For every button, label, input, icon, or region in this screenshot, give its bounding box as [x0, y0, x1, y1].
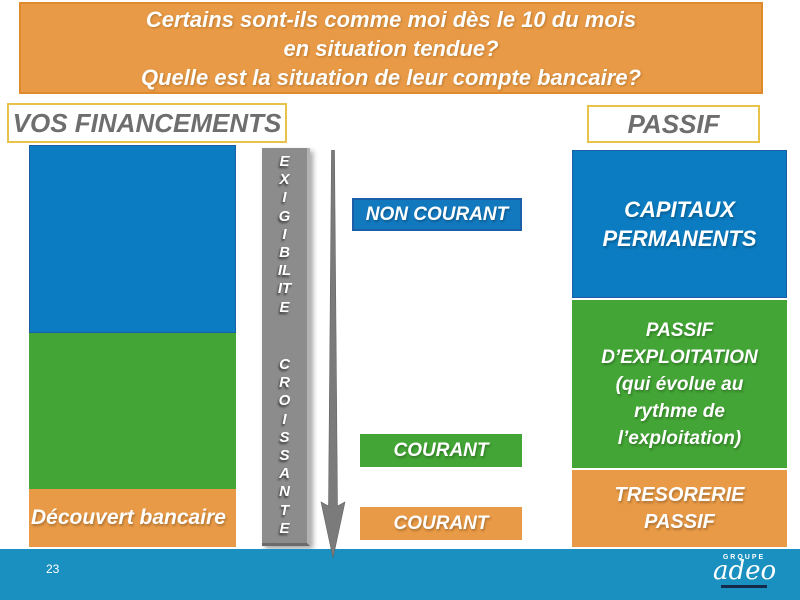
- header-passif-label: PASSIF: [627, 108, 720, 139]
- exploitation-line-4: rythme de: [634, 400, 725, 422]
- adeo-logo-underline: [721, 585, 767, 588]
- overdraft-label: Découvert bancaire: [31, 506, 226, 529]
- exploitation-line-1: PASSIF: [645, 319, 714, 341]
- left-block-overdraft: Découvert bancaire: [29, 489, 236, 547]
- exploitation-line-2: D’EXPLOITATION: [601, 346, 758, 368]
- label-courant-green-text: COURANT: [393, 439, 489, 461]
- tresorerie-line-1: TRESORERIE: [614, 483, 745, 506]
- capitaux-line-1: CAPITAUX: [624, 197, 735, 222]
- capitaux-text: CAPITAUX PERMANENTS: [602, 195, 756, 253]
- label-courant-green: COURANT: [360, 434, 522, 467]
- label-non-courant-text: NON COURANT: [365, 203, 509, 225]
- label-courant-orange-text: COURANT: [393, 512, 489, 534]
- header-passif: PASSIF: [587, 105, 760, 143]
- adeo-logo-groupe: GROUPE: [722, 554, 766, 561]
- adeo-logo-script: adeo: [713, 556, 777, 586]
- exploitation-line-5: l’exploitation): [617, 427, 742, 449]
- header-vos-financements: VOS FINANCEMENTS: [7, 103, 287, 143]
- left-block-blue: [29, 145, 236, 333]
- label-courant-orange: COURANT: [360, 507, 522, 540]
- banner-line-2: en situation tendue?: [283, 35, 499, 61]
- right-block-capitaux: CAPITAUX PERMANENTS: [572, 150, 787, 298]
- exploitation-text: PASSIF D’EXPLOITATION (qui évolue au ryt…: [601, 317, 758, 452]
- label-non-courant: NON COURANT: [352, 198, 522, 231]
- tresorerie-line-2: PASSIF: [644, 510, 715, 533]
- tresorerie-text: TRESORERIE PASSIF: [614, 482, 744, 536]
- footer-bar: 23 GROUPE adeo: [0, 549, 800, 600]
- right-block-tresorerie: TRESORERIE PASSIF: [572, 470, 787, 547]
- header-vos-financements-label: VOS FINANCEMENTS: [12, 107, 282, 138]
- left-block-green: [29, 333, 236, 489]
- capitaux-line-2: PERMANENTS: [602, 226, 757, 251]
- banner-line-1: Certains sont-ils comme moi dès le 10 du…: [145, 6, 637, 32]
- adeo-logo: GROUPE adeo: [713, 554, 777, 588]
- page-number: 23: [46, 562, 60, 576]
- banner-line-3: Quelle est la situation de leur compte b…: [140, 64, 642, 90]
- exploitation-line-3: (qui évolue au: [615, 373, 744, 395]
- right-block-exploitation: PASSIF D’EXPLOITATION (qui évolue au ryt…: [572, 300, 787, 468]
- croissante-word: CROISSANTE: [278, 355, 291, 537]
- exigibilite-word: EXIGIBILITE: [277, 153, 292, 316]
- question-banner: Certains sont-ils comme moi dès le 10 du…: [19, 2, 763, 94]
- exigibilite-bar: EXIGIBILITE CROISSANTE: [262, 148, 310, 546]
- down-arrow-icon: [320, 150, 346, 559]
